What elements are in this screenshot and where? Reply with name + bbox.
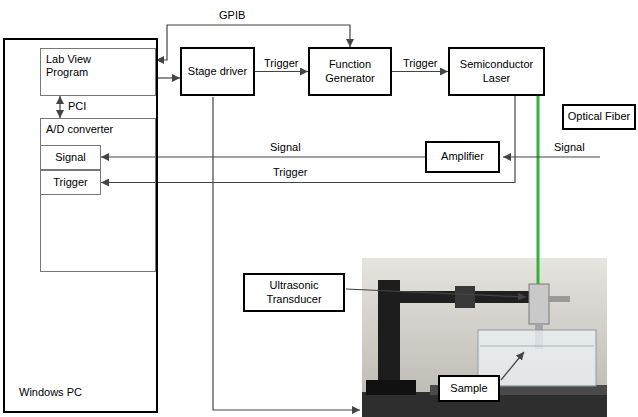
- connector-arrow: [59, 96, 60, 118]
- stage-wire: [213, 97, 360, 410]
- optical-fiber-line: [537, 96, 540, 284]
- connector-arrow: [156, 77, 180, 78]
- node-label: Windows PC: [19, 386, 82, 399]
- signal-label: Trigger: [401, 57, 439, 70]
- computer-box: Windows PC Lab View ProgramA/D converterS…: [3, 38, 158, 413]
- signal-label: Trigger: [262, 57, 300, 70]
- node-label: Trigger: [50, 174, 90, 191]
- device-box: Stage driver: [180, 47, 255, 96]
- connector-arrow: [101, 156, 425, 157]
- setup-photo: [362, 96, 607, 417]
- software-box: Lab View Program: [40, 48, 156, 96]
- channel-box: Trigger: [40, 170, 101, 195]
- device-box: Semiconductor Laser: [448, 47, 545, 96]
- signal-label: Signal: [552, 141, 587, 154]
- device-box: Function Generator: [308, 47, 392, 96]
- signal-label: Trigger: [271, 166, 309, 179]
- signal-label: Signal: [268, 141, 303, 154]
- node-label: Lab View Program: [41, 49, 111, 83]
- node-label: Ultrasonic Transducer: [245, 277, 343, 307]
- node-label: Signal: [52, 149, 89, 166]
- channel-box: Signal: [40, 145, 101, 170]
- callout-box: Sample: [438, 375, 500, 402]
- node-label: A/D converter: [41, 119, 155, 140]
- device-box: Amplifier: [425, 141, 500, 173]
- signal-wire: [503, 156, 600, 157]
- node-label: Amplifier: [438, 148, 487, 165]
- connector-arrow: [101, 96, 515, 183]
- node-label: Semiconductor Laser: [450, 56, 543, 86]
- node-label: Sample: [447, 380, 490, 397]
- connector-arrow: [255, 71, 308, 72]
- callout-box: Ultrasonic Transducer: [243, 273, 345, 312]
- node-label: Function Generator: [310, 56, 390, 86]
- signal-label: PCI: [66, 100, 88, 113]
- leader-line: [501, 352, 524, 380]
- node-label: Optical Fiber: [565, 108, 633, 125]
- connector-arrow: [392, 71, 448, 72]
- node-label: Stage driver: [185, 63, 250, 80]
- signal-label: GPIB: [217, 9, 247, 22]
- leader-line: [346, 289, 526, 297]
- callout-box: Optical Fiber: [562, 104, 636, 130]
- converter-box: A/D converterSignalTrigger: [40, 118, 156, 272]
